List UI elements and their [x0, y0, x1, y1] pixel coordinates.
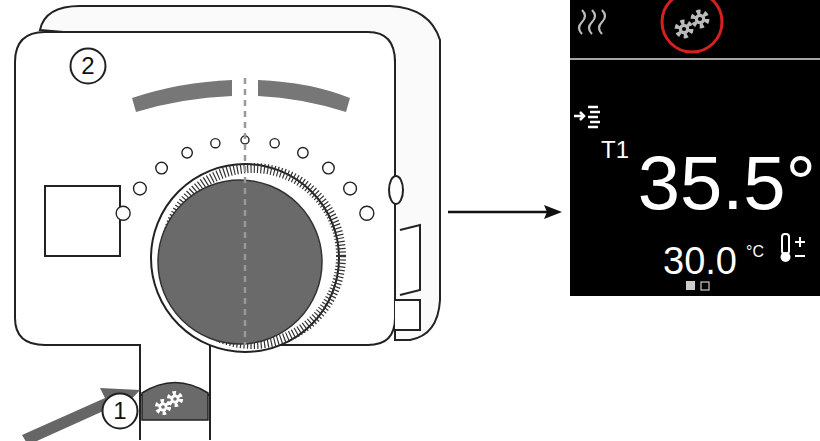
display-screen: T1 35.5° 30.0 °C	[570, 0, 820, 296]
separator	[570, 58, 820, 60]
plus-minus	[795, 237, 805, 256]
scale-dot	[344, 182, 357, 195]
highlight-ring	[662, 0, 722, 52]
scale-dot	[116, 206, 130, 220]
scale-dot	[323, 162, 335, 174]
callout-circle	[71, 49, 106, 84]
callout-number: 1	[101, 392, 139, 430]
page-dot	[701, 282, 709, 290]
scale-dot	[360, 206, 374, 220]
gear-symbol	[157, 393, 181, 413]
gear-body	[695, 14, 706, 25]
gear-teeth	[677, 22, 691, 36]
callout-label: 2	[81, 54, 94, 78]
sensor-arrow	[574, 112, 584, 120]
display-value: 35.5°	[638, 145, 816, 221]
gear-icon	[677, 12, 707, 36]
page-dot	[686, 281, 695, 290]
center-mark	[244, 78, 247, 345]
scale-dot	[182, 148, 192, 158]
scale-dot	[211, 139, 220, 148]
display-value: T1	[601, 138, 629, 162]
heating-icon	[589, 10, 595, 34]
coil-icon	[588, 107, 600, 127]
display-value: 30.0	[663, 242, 737, 280]
heating-icon	[599, 10, 605, 34]
pointer-arrow	[22, 388, 140, 441]
display-value: °C	[746, 244, 764, 260]
gear-teeth	[693, 12, 707, 26]
thermometer-icon	[782, 234, 789, 254]
thermometer-bulb	[781, 252, 791, 262]
gear-body	[679, 24, 690, 35]
scale-dot	[270, 139, 279, 148]
callout-number: 2	[69, 47, 107, 85]
gear-body	[171, 395, 180, 404]
scale-band	[258, 80, 350, 112]
gear-teeth	[157, 401, 169, 413]
scale-dot	[156, 162, 168, 174]
gear-hole	[161, 405, 165, 409]
scale-band	[132, 80, 232, 112]
gear-hole	[173, 397, 177, 401]
gear-hole	[682, 27, 686, 31]
callout-circle	[103, 394, 138, 429]
scale-dot	[298, 148, 308, 158]
gear-teeth	[169, 393, 181, 405]
gear-hole	[698, 17, 702, 21]
gear-body	[159, 403, 168, 412]
knob	[158, 180, 322, 344]
scale-dot	[134, 182, 147, 195]
button	[142, 383, 208, 421]
heating-icon	[579, 10, 585, 34]
callout-label: 1	[113, 399, 126, 423]
actuator-housing	[15, 6, 440, 440]
arrow-head	[544, 205, 562, 219]
arrow-line	[448, 211, 548, 214]
